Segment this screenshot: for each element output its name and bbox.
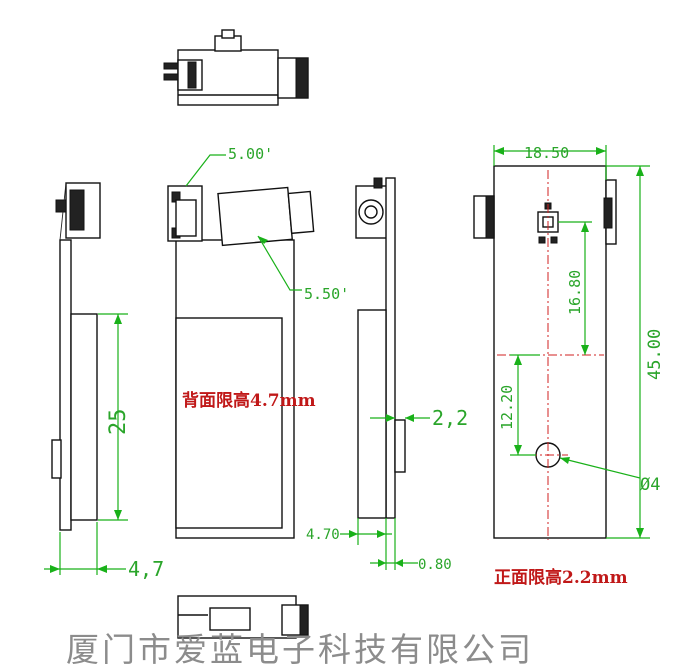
dimension-lines	[44, 145, 650, 575]
back-height-note: 背面限高4.7mm	[182, 390, 316, 411]
dimension-texts: 5.00' 5.50' 18.50 45.00 16.80 12.20 Ø4 2…	[106, 144, 665, 581]
dim-angle-bottom: 5.50'	[304, 285, 349, 303]
side-view-left	[51, 182, 101, 531]
dim-hole-diameter: Ø4	[640, 475, 660, 495]
dim-offset-2-2: 2,2	[432, 406, 468, 430]
front-height-note: 正面限高2.2mm	[494, 567, 628, 588]
dim-height-upper: 16.80	[566, 270, 584, 315]
dim-height-25: 25	[106, 409, 131, 436]
dim-height-total: 45.00	[645, 329, 665, 380]
side-view-right	[355, 177, 406, 519]
dim-board-0-80: 0.80	[418, 557, 452, 573]
dim-angle-top: 5.00'	[228, 145, 273, 163]
dim-thickness-4-70: 4.70	[306, 527, 340, 543]
front-view	[473, 165, 617, 540]
dim-width-top: 18.50	[524, 144, 569, 162]
dim-height-hole: 12.20	[498, 385, 516, 430]
company-name: 厦门市爱蓝电子科技有限公司	[66, 630, 534, 668]
top-view	[163, 29, 309, 106]
dim-thickness-4-7: 4,7	[128, 557, 164, 581]
back-view	[167, 185, 315, 539]
bottom-view	[177, 595, 309, 639]
